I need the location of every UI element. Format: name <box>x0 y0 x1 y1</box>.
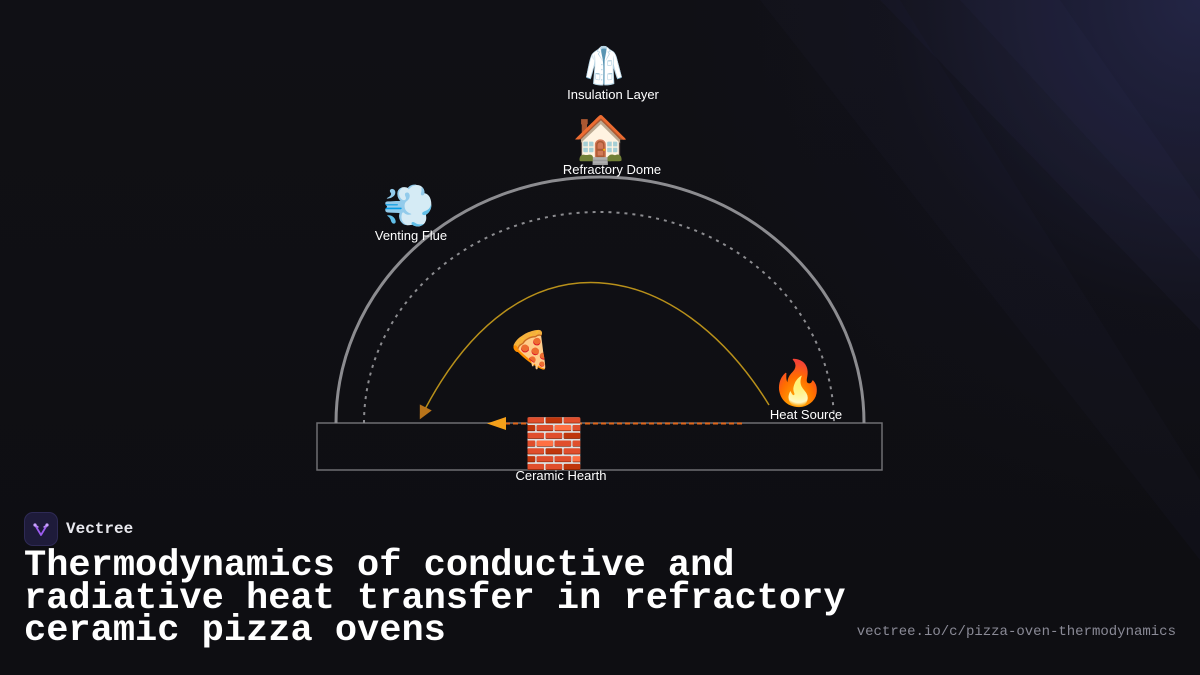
oven-diagram: 🥼 Insulation Layer 🏠 Refractory Dome 💨 V… <box>316 45 883 483</box>
hearth-slab <box>316 422 883 471</box>
dash-smoke-icon: 💨 <box>383 181 435 230</box>
dome-outline <box>334 175 866 424</box>
coat-icon: 🥼 <box>582 45 627 87</box>
node-insulation-layer: 🥼 Insulation Layer <box>567 45 659 102</box>
insulation-layer-label: Insulation Layer <box>567 87 659 102</box>
venting-flue-label: Venting Flue <box>375 228 447 243</box>
node-heat-source: 🔥 Heat Source <box>770 358 842 422</box>
conduction-arrow-head <box>487 417 506 430</box>
house-icon: 🏠 <box>572 112 629 166</box>
brand-name: Vectree <box>66 520 134 538</box>
node-ceramic-hearth: 🧱 Ceramic Hearth <box>515 416 606 483</box>
ceramic-hearth-label: Ceramic Hearth <box>515 468 606 483</box>
radiant-heat-arc <box>419 282 770 420</box>
brick-icon: 🧱 <box>524 416 584 472</box>
node-venting-flue: 💨 Venting Flue <box>375 181 447 243</box>
fire-icon: 🔥 <box>771 358 826 409</box>
node-refractory-dome: 🏠 Refractory Dome <box>563 112 661 177</box>
vectree-logo-icon <box>24 512 58 546</box>
page-title: Thermodynamics of conductive and radiati… <box>24 545 846 652</box>
node-pizza: 🍕 <box>508 329 553 371</box>
pizza-icon: 🍕 <box>508 329 553 371</box>
refractory-dome-label: Refractory Dome <box>563 162 661 177</box>
source-url[interactable]: vectree.io/c/pizza-oven-thermodynamics <box>856 624 1176 640</box>
brand: Vectree <box>24 512 133 546</box>
heat-source-label: Heat Source <box>770 407 842 422</box>
